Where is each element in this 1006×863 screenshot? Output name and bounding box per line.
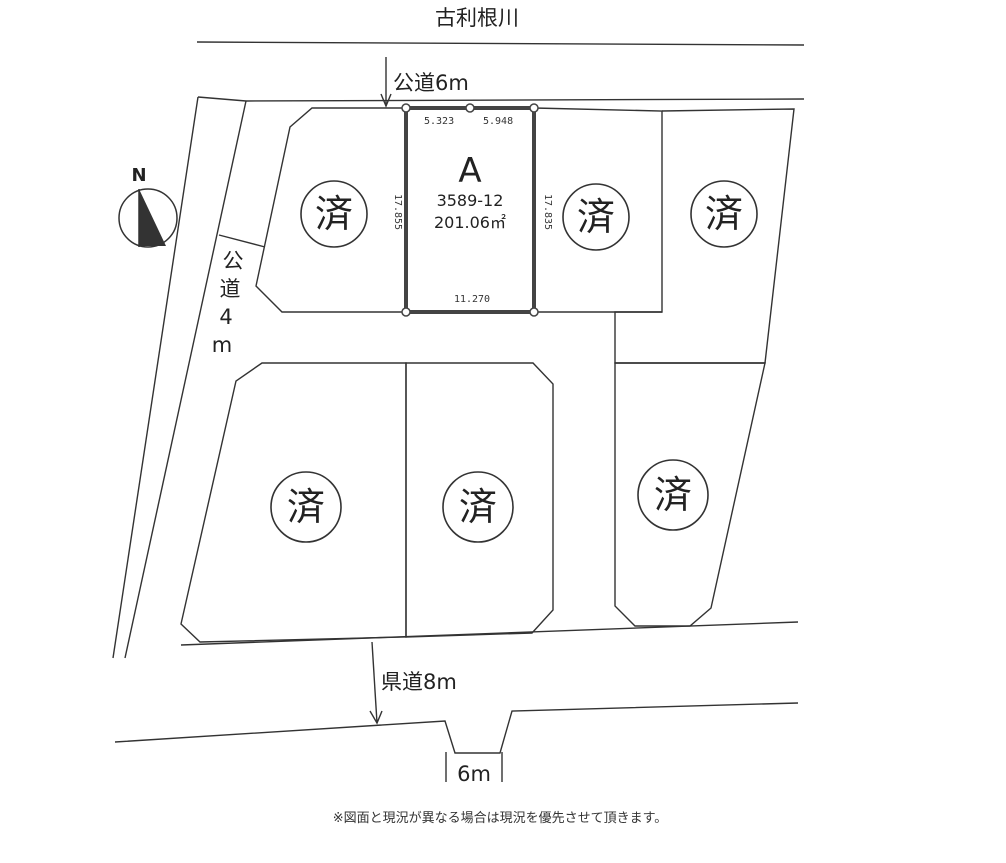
sold-label: 済 (577, 195, 615, 239)
lot-a-number: 3589-12 (437, 191, 504, 210)
sold-marker: 済 (562, 183, 630, 251)
lot-a-dim-right: 17.835 (542, 194, 553, 230)
south-road-arrow (369, 710, 383, 725)
lot-a-boundary (404, 106, 536, 314)
west-road-inner-edge (124, 100, 247, 659)
north-road-lower-edge (245, 98, 805, 102)
lot-a-dim-top-right: 5.948 (483, 116, 513, 127)
south-road-lower-edge (114, 702, 799, 754)
sold-marker: 済 (270, 471, 342, 543)
lot-a-dim-left: 17.855 (392, 194, 403, 230)
lot-a-corner-marker (401, 307, 411, 317)
west-road-label-char-3: 4 (219, 305, 232, 329)
west-road-label-char-2: 道 (220, 277, 241, 301)
sold-marker: 済 (637, 459, 709, 531)
lot-a-corner-marker (465, 103, 475, 113)
sold-label: 済 (705, 192, 743, 236)
lot-a-dim-bottom: 11.270 (454, 294, 490, 305)
sold-circle (300, 180, 368, 248)
south-road-label: 県道8m (381, 670, 457, 694)
sold-circle (270, 471, 342, 543)
west-road-dimension-line (218, 234, 266, 248)
sold-circle (690, 180, 758, 248)
west-road-top-edge (197, 96, 247, 102)
sold-label: 済 (315, 192, 353, 236)
sold-circle (637, 459, 709, 531)
south-road-dimension-line (371, 641, 378, 724)
north-compass: N (118, 165, 178, 248)
sold-circle (562, 183, 630, 251)
lot-a-dim-top-left: 5.323 (424, 116, 454, 127)
north-letter: N (131, 165, 146, 186)
west-road-label-char-4: m (212, 333, 232, 357)
lot-a-corner-marker (529, 103, 539, 113)
sold-label: 済 (287, 485, 325, 529)
lot-a-corner-marker (401, 103, 411, 113)
compass-arrow (139, 189, 166, 246)
north-road-label: 公道6m (393, 71, 469, 95)
lot-a-area: 201.06㎡ (434, 213, 506, 232)
west-road-label-char-1: 公 (223, 249, 244, 273)
sold-circle (442, 471, 514, 543)
west-road-outer-edge (112, 96, 199, 659)
sold-marker: 済 (442, 471, 514, 543)
footnote: ※図面と現況が異なる場合は現況を優先させて頂きます。 (333, 811, 668, 826)
north-road-upper-edge (196, 41, 805, 46)
bottom-road-label: 6m (457, 762, 491, 786)
north-road-arrow (380, 93, 392, 108)
sold-label: 済 (654, 473, 692, 517)
lot-a[interactable]: 5.323 5.948 17.855 17.835 11.270 A 3589-… (392, 103, 553, 317)
sold-marker: 済 (690, 180, 758, 248)
river-label: 古利根川 (435, 6, 519, 30)
sold-label: 済 (459, 485, 497, 529)
sold-marker: 済 (300, 180, 368, 248)
south-road-upper-edge (180, 621, 799, 646)
lot-a-letter: A (458, 151, 481, 191)
lot-a-corner-marker (529, 307, 539, 317)
